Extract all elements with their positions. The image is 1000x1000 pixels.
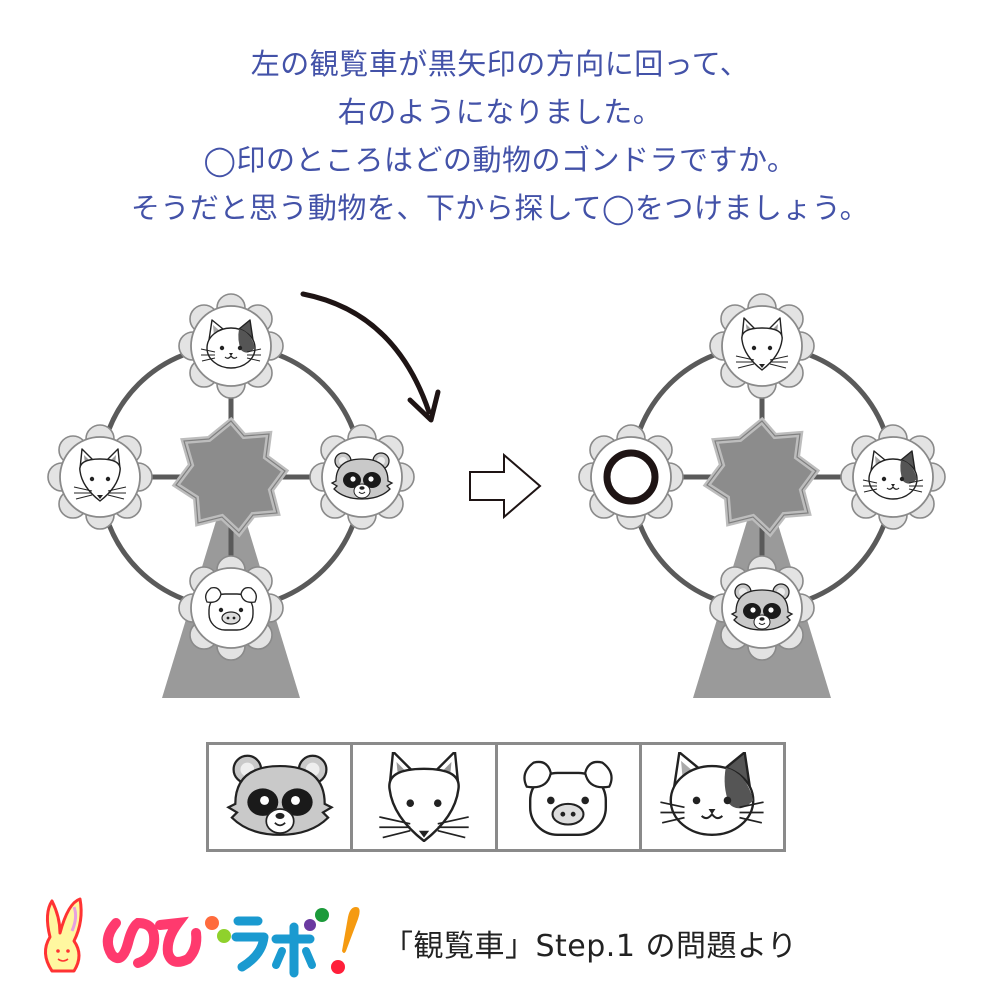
fox-icon — [377, 752, 470, 842]
pig-icon — [523, 760, 613, 837]
rabbit-icon — [44, 897, 83, 973]
question-line-2: 右のようになりました。 — [337, 95, 663, 129]
raccoon-dog-icon — [331, 452, 393, 500]
left-ferris-wheel — [47, 293, 415, 698]
left-gondola-left — [47, 424, 153, 530]
pig-icon — [204, 586, 258, 631]
footer: 「観覧車」Step.1 の問題より — [38, 893, 938, 978]
choice-raccoon-dog[interactable] — [209, 745, 354, 849]
question-text: 左の観覧車が黒矢印の方向に回って、 右のようになりました。 ◯印のところはどの動… — [0, 40, 1000, 232]
right-gondola-left-unknown — [578, 424, 684, 530]
right-gondola-top — [709, 293, 815, 399]
right-arrow-icon — [469, 452, 542, 520]
answer-choices — [206, 742, 786, 852]
question-line-3: ◯印のところはどの動物のゴンドラですか。 — [203, 143, 797, 177]
nobilabo-logo — [44, 897, 360, 978]
right-gondola-bottom — [709, 555, 815, 661]
logo-no — [102, 917, 160, 968]
calico-cat-icon — [659, 752, 766, 837]
source-caption: 「観覧車」Step.1 の問題より — [383, 929, 798, 964]
logo-exclamation — [331, 907, 360, 974]
logo-bi — [155, 916, 231, 967]
raccoon-dog-icon — [731, 583, 793, 631]
left-gondola-top — [178, 293, 284, 399]
choice-pig[interactable] — [498, 745, 642, 849]
choice-calico-cat[interactable] — [642, 745, 783, 849]
logo-bo — [271, 908, 329, 978]
clockwise-arrow-icon — [300, 291, 441, 423]
question-line-1: 左の観覧車が黒矢印の方向に回って、 — [250, 47, 750, 81]
raccoon-dog-icon — [226, 754, 333, 836]
right-ferris-wheel — [578, 293, 946, 698]
left-gondola-bottom — [178, 555, 284, 661]
left-gondola-right — [309, 424, 415, 530]
right-gondola-right — [840, 424, 946, 530]
choice-fox[interactable] — [353, 745, 498, 849]
logo-ra — [231, 916, 269, 972]
circle-mark-icon — [603, 449, 659, 505]
question-line-4: そうだと思う動物を、下から探して◯をつけましょう。 — [130, 191, 870, 225]
